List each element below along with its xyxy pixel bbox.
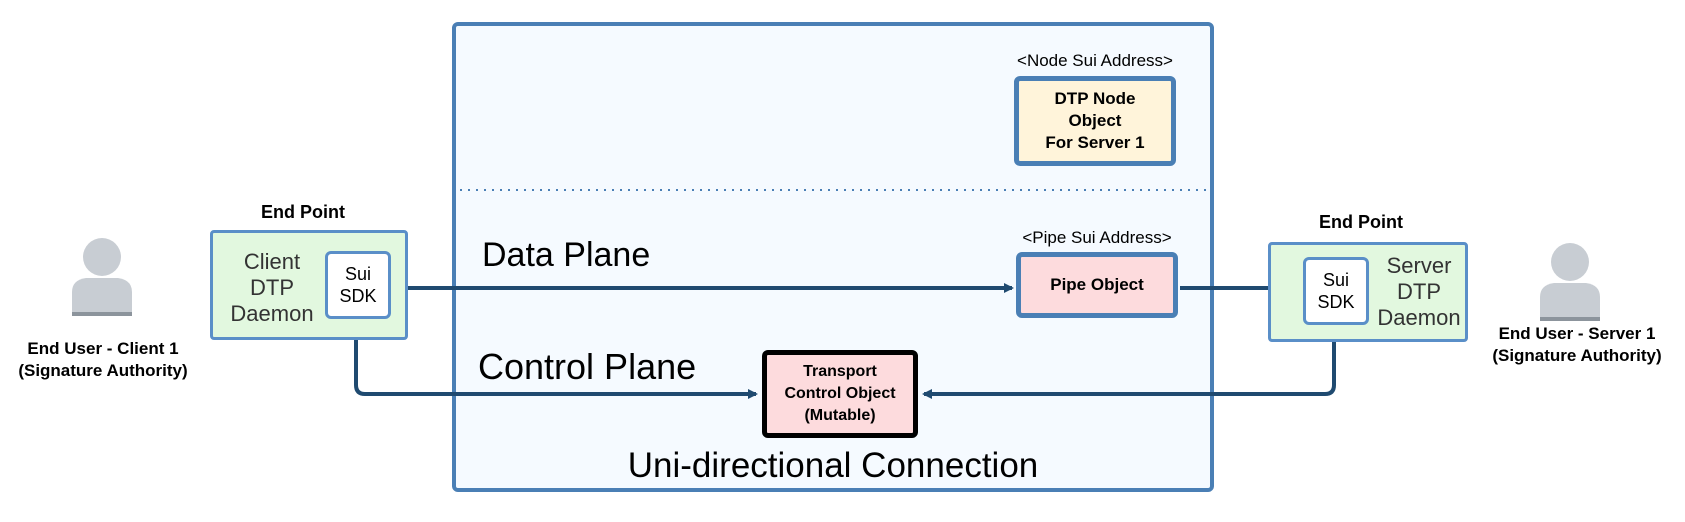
data-plane-label: Data Plane <box>482 236 651 274</box>
client-user-icon <box>72 238 132 316</box>
server-endpoint-box: Sui SDK Server DTP Daemon <box>1268 242 1468 342</box>
client-endpoint-box: Client DTP Daemon Sui SDK <box>210 230 408 340</box>
pipe-address-label: <Pipe Sui Address> <box>1022 228 1172 247</box>
client-sui-sdk: Sui SDK <box>325 251 391 319</box>
server-sui-sdk: Sui SDK <box>1303 257 1369 325</box>
control-plane-label: Control Plane <box>478 346 697 387</box>
node-address-label: <Node Sui Address> <box>1017 51 1173 70</box>
server-daemon-label: Server DTP Daemon <box>1377 253 1461 330</box>
client-endpoint-title: End Point <box>261 202 345 222</box>
server-user-label: End User - Server 1 (Signature Authority… <box>1492 324 1662 365</box>
pipe-object: Pipe Object <box>1016 252 1178 318</box>
control-plane-arrow-server-to-transport <box>922 330 1336 399</box>
server-endpoint-title: End Point <box>1319 212 1403 232</box>
server-user-icon <box>1540 243 1600 321</box>
connection-title: Uni-directional Connection <box>627 446 1039 485</box>
dtp-node-object: DTP Node Object For Server 1 <box>1014 76 1176 166</box>
client-user-label: End User - Client 1 (Signature Authority… <box>18 339 188 380</box>
control-plane-arrow-client-to-transport <box>354 330 758 399</box>
client-daemon-label: Client DTP Daemon <box>230 249 314 326</box>
transport-control-object: Transport Control Object (Mutable) <box>762 350 918 438</box>
